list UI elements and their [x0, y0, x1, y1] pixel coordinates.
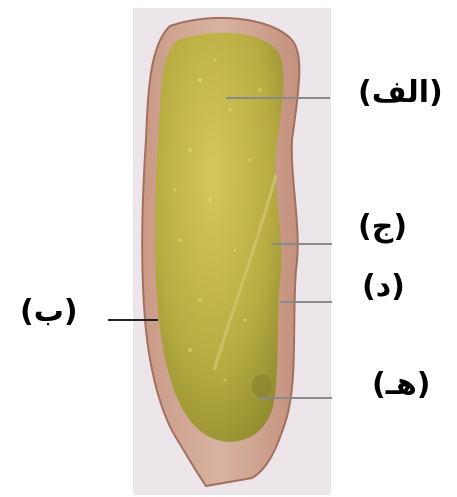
label-b: (ب)	[20, 297, 78, 327]
inclusion	[252, 374, 272, 398]
label-e: (هـ)	[372, 370, 430, 400]
label-a: (الف)	[358, 78, 443, 108]
label-d: (د)	[362, 272, 405, 302]
label-c: (ج)	[358, 212, 407, 242]
